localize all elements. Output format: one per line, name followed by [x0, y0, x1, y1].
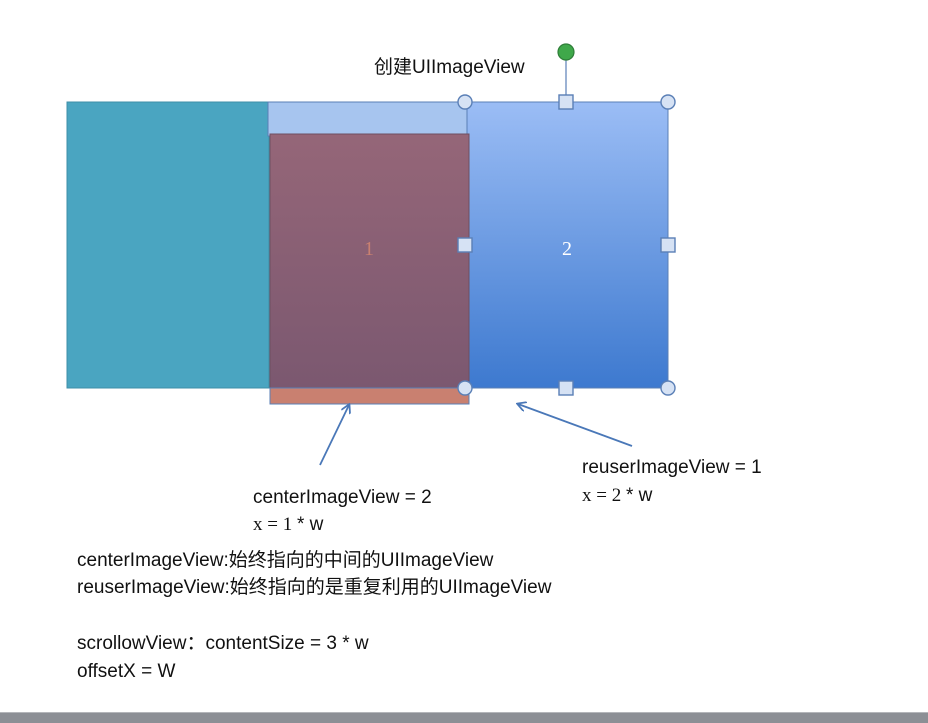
reuse-annotation-eq: = 2 [596, 485, 626, 506]
window-bottom-bar [0, 712, 928, 723]
center-image-view-bottom-band [269, 387, 470, 405]
center-annotation-eq: = 1 [267, 514, 297, 535]
create-imageview-label: 创建UIImageView [374, 57, 525, 78]
resize-handle-left[interactable] [457, 237, 473, 253]
resize-handle-top-left[interactable] [457, 94, 473, 110]
center-annotation-arrow [319, 405, 349, 466]
selection-top-strip [267, 101, 469, 137]
center-image-view [269, 133, 470, 389]
resize-handle-top[interactable] [558, 94, 574, 110]
note-center-image-view: centerImageView:始终指向的中间的UIImageView [77, 550, 494, 571]
note-reuser-image-view: reuserImageView:始终指向的是重复利用的UIImageView [77, 577, 552, 598]
reuse-annotation-x: x [582, 485, 597, 506]
resize-handle-top-right[interactable] [660, 94, 676, 110]
left-image-view [66, 101, 270, 389]
center-view-number: 1 [364, 238, 374, 260]
resize-handle-bottom-right[interactable] [660, 380, 676, 396]
center-annotation-line1: centerImageView = 2 [253, 487, 432, 508]
rotate-handle-icon[interactable] [557, 43, 575, 61]
resize-handle-right[interactable] [660, 237, 676, 253]
resize-handle-bottom-left[interactable] [457, 380, 473, 396]
right-image-view [466, 101, 669, 389]
center-annotation-x: x [253, 514, 268, 535]
reuse-annotation-line1: reuserImageView = 1 [582, 457, 762, 478]
note-offset-x: offsetX = W [77, 661, 176, 682]
resize-handle-bottom[interactable] [558, 380, 574, 396]
note-scroll-content-size: scrollowView：contentSize = 3 * w [77, 633, 369, 654]
reuse-annotation-mul: * w [625, 485, 653, 506]
reuse-annotation-arrow [518, 404, 633, 447]
center-annotation-line2: x = 1 * w [253, 514, 323, 536]
right-view-number: 2 [562, 238, 572, 260]
reuse-annotation-line2: x = 2 * w [582, 485, 652, 507]
center-annotation-mul: * w [296, 514, 324, 535]
